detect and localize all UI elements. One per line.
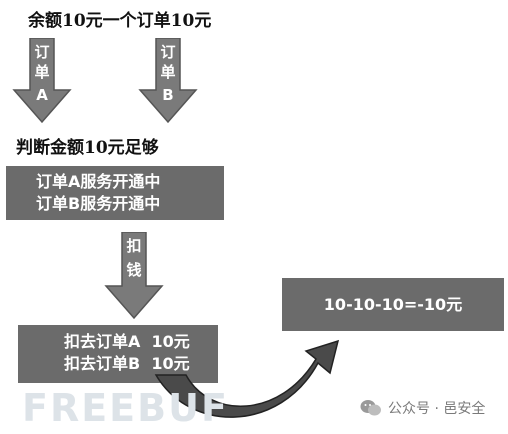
- arrow-order-a: 订 单 A: [10, 38, 74, 124]
- down-arrow-icon: [104, 232, 164, 320]
- deduct-box: 扣去订单A 10元 扣去订单B 10元: [18, 325, 218, 383]
- arrow-b-label-2: 单: [160, 63, 176, 81]
- service-line-b: 订单B服务开通中: [36, 194, 161, 213]
- freebuf-watermark: FREEBUF: [22, 386, 229, 430]
- arrow-deduct-label-1: 扣: [126, 237, 142, 255]
- arrow-b-label-3: B: [162, 86, 174, 104]
- account-label: 公众号 · 邑安全: [388, 401, 486, 417]
- account-watermark: 公众号 · 邑安全: [360, 398, 485, 418]
- curved-arrow-icon: [154, 339, 340, 418]
- arrow-a-label-3: A: [36, 86, 48, 104]
- balance-text: 余额10元一个订单10元: [28, 11, 212, 31]
- arrow-b-label-1: 订: [160, 43, 176, 61]
- check-text: 判断金额10元足够: [16, 138, 159, 158]
- deduct-line-b: 扣去订单B 10元: [64, 354, 190, 373]
- arrow-a-label-2: 单: [34, 63, 50, 81]
- service-box: 订单A服务开通中 订单B服务开通中: [6, 166, 224, 220]
- arrow-order-b: 订 单 B: [136, 38, 200, 124]
- arrow-deduct: 扣 钱: [102, 232, 166, 320]
- deduct-line-a: 扣去订单A 10元: [64, 332, 190, 351]
- result-text: 10-10-10=-10元: [323, 295, 463, 314]
- wechat-icon: [360, 400, 381, 416]
- result-box: 10-10-10=-10元: [282, 278, 504, 331]
- down-arrow-icon: [138, 38, 198, 124]
- down-arrow-icon: [12, 38, 72, 124]
- service-line-a: 订单A服务开通中: [36, 172, 161, 191]
- arrow-deduct-label-2: 钱: [126, 261, 142, 279]
- arrow-a-label-1: 订: [34, 43, 50, 61]
